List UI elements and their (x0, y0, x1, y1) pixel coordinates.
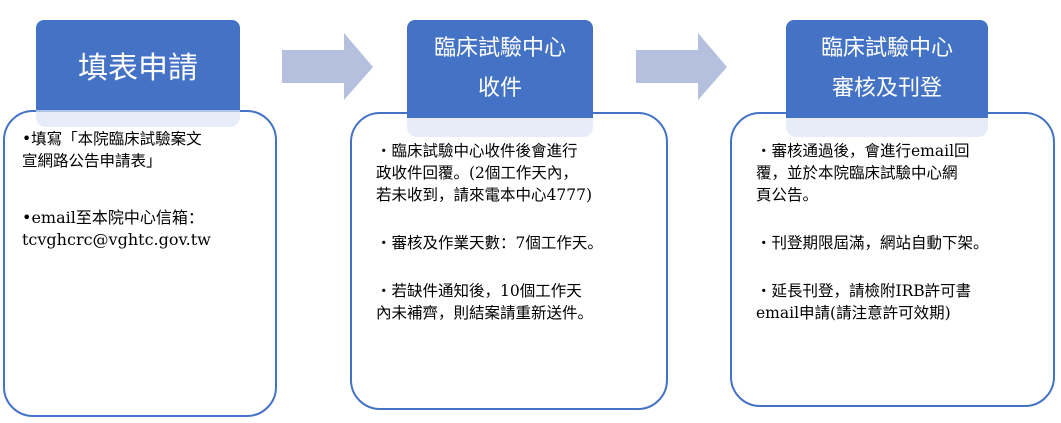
line: email申請(請注意許可效期) (756, 304, 951, 322)
line: ・臨床試驗中心收件後會進行 (376, 142, 578, 160)
line: 若未收到，請來電本中心4777) (376, 186, 592, 204)
line: •email至本院中心信箱： (22, 208, 204, 227)
step-2-title-line-2: 收件 (477, 76, 522, 101)
step-3-title-line-2: 審核及刊登 (831, 76, 942, 101)
arrow-right-icon (282, 33, 373, 100)
step-1-item-1: •填寫「本院臨床試驗案文 宣網路公告申請表」 (22, 128, 267, 172)
step-3-items: ・審核通過後，會進行email回 覆，並於本院臨床試驗中心網 頁公告。 ・刊登期… (756, 140, 1048, 324)
line: ・刊登期限屆滿，網站自動下架。 (756, 234, 989, 252)
line: tcvghcrc@vghtc.gov.tw (22, 230, 211, 249)
step-3-content-box (730, 112, 1055, 407)
line: 政收件回覆。(2個工作天內， (376, 164, 578, 182)
arrow-right-icon (636, 33, 727, 100)
step-3-header: 臨床試驗中心 審核及刊登 (786, 20, 988, 118)
step-3-item-2: ・刊登期限屆滿，網站自動下架。 (756, 232, 1048, 254)
step-1-header: 填表申請 (36, 20, 240, 110)
step-2-item-3: ・若缺件通知後，10個工作天 內未補齊，則結案請重新送件。 (376, 280, 661, 324)
line: 覆，並於本院臨床試驗中心網 (756, 164, 958, 182)
step-3-item-3: ・延長刊登，請檢附IRB許可書 email申請(請注意許可效期) (756, 280, 1048, 324)
line: 宣網路公告申請表」 (22, 152, 162, 170)
step-2-item-2: ・審核及作業天數：7個工作天。 (376, 232, 661, 254)
line: 頁公告。 (756, 186, 819, 204)
step-3-item-1: ・審核通過後，會進行email回 覆，並於本院臨床試驗中心網 頁公告。 (756, 140, 1048, 206)
step-2-item-1: ・臨床試驗中心收件後會進行 政收件回覆。(2個工作天內， 若未收到，請來電本中心… (376, 140, 661, 206)
step-3-title-line-1: 臨床試驗中心 (820, 36, 953, 61)
line: ・審核通過後，會進行email回 (756, 142, 970, 160)
step-1-item-2: •email至本院中心信箱： tcvghcrc@vghtc.gov.tw (22, 207, 267, 251)
line: 內未補齊，則結案請重新送件。 (376, 304, 594, 322)
step-2-header: 臨床試驗中心 收件 (407, 20, 593, 118)
line: ・延長刊登，請檢附IRB許可書 (756, 282, 972, 300)
line: •填寫「本院臨床試驗案文 (22, 130, 202, 148)
step-2-title-line-1: 臨床試驗中心 (433, 36, 566, 61)
step-2-content-box (350, 112, 668, 410)
step-1-items: •填寫「本院臨床試驗案文 宣網路公告申請表」 •email至本院中心信箱： tc… (22, 128, 267, 251)
step-2-items: ・臨床試驗中心收件後會進行 政收件回覆。(2個工作天內， 若未收到，請來電本中心… (376, 140, 661, 324)
step-1-content-box (3, 110, 277, 417)
line: ・若缺件通知後，10個工作天 (376, 282, 582, 300)
line: ・審核及作業天數：7個工作天。 (376, 234, 603, 252)
step-1-title: 填表申請 (78, 51, 198, 86)
